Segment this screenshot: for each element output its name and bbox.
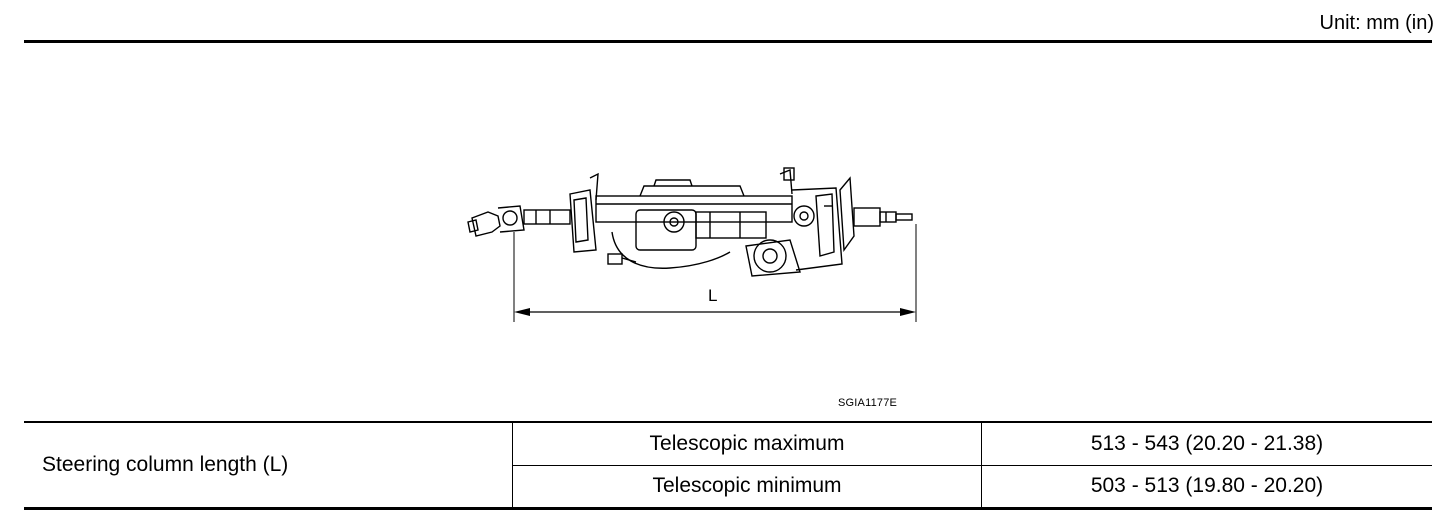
table-row: Steering column length (L) Telescopic ma… [24, 423, 1432, 507]
condition-min: Telescopic minimum [652, 474, 842, 498]
table-row: Telescopic minimum 503 - 513 (19.80 - 20… [24, 465, 1432, 507]
figure-code: SGIA1177E [838, 397, 898, 409]
top-rule [24, 40, 1432, 43]
spec-table: Steering column length (L) Telescopic ma… [24, 423, 1432, 507]
row-label: Steering column length (L) [42, 453, 289, 476]
condition-cell: Telescopic minimum [512, 465, 982, 507]
value-cell: 513 - 543 (20.20 - 21.38) [981, 423, 1432, 466]
unit-label: Unit: mm (in) [1319, 12, 1434, 34]
dimension-label: L [708, 286, 718, 305]
steering-column-drawing [467, 167, 917, 322]
steering-column-figure: L [440, 160, 960, 340]
value-max: 513 - 543 (20.20 - 21.38) [1090, 431, 1324, 455]
bottom-rule [24, 507, 1432, 510]
condition-max: Telescopic maximum [649, 431, 845, 455]
table-top-rule [24, 421, 1432, 423]
condition-cell: Telescopic maximum [512, 423, 982, 466]
value-cell: 503 - 513 (19.80 - 20.20) [981, 465, 1432, 507]
row-label-cell: Steering column length (L) [24, 423, 513, 507]
value-min: 503 - 513 (19.80 - 20.20) [1090, 474, 1324, 498]
